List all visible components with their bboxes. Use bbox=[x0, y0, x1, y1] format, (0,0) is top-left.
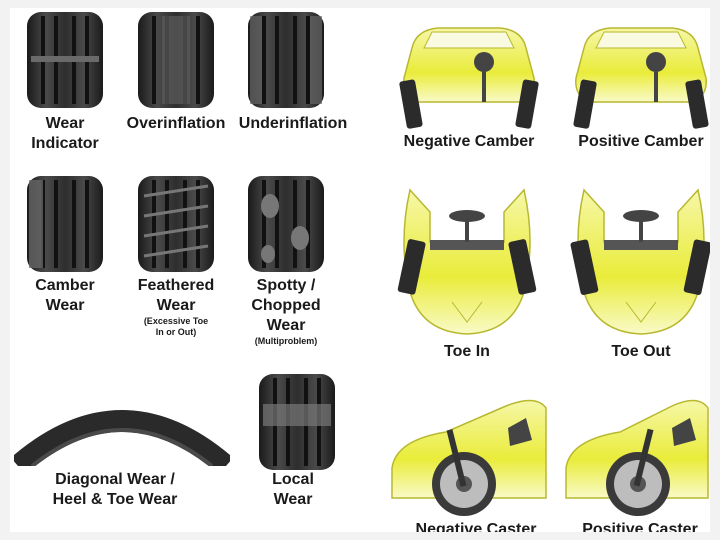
positive-caster-label: Positive Caster bbox=[582, 521, 698, 532]
wear-indicator-tread-icon bbox=[27, 12, 103, 108]
overinflation-tread-icon bbox=[138, 12, 214, 108]
spotty-wear-tread-icon bbox=[248, 176, 324, 272]
toe-out-car-icon bbox=[566, 182, 710, 338]
feathered-wear-tread-icon bbox=[138, 176, 214, 272]
toe-in-label: Toe In bbox=[444, 343, 490, 360]
positive-camber-label: Positive Camber bbox=[578, 133, 704, 150]
spotty-wear-note: (Multiproblem) bbox=[254, 336, 318, 346]
toe-out-label: Toe Out bbox=[611, 343, 671, 360]
negative-camber-car-icon bbox=[394, 18, 544, 130]
toe-in-car-icon bbox=[392, 182, 542, 338]
negative-camber-label: Negative Camber bbox=[403, 133, 535, 150]
negative-caster-label: Negative Caster bbox=[415, 521, 537, 532]
positive-camber-car-icon bbox=[566, 18, 710, 130]
underinflation-tread-icon bbox=[248, 12, 324, 108]
local-wear-tread-icon bbox=[259, 374, 335, 470]
diagonal-wear-label: Diagonal Wear /Heel & Toe Wear bbox=[52, 471, 178, 508]
overinflation-label: Overinflation bbox=[126, 115, 226, 132]
positive-caster-car-icon bbox=[560, 388, 710, 520]
camber-wear-tread-icon bbox=[27, 176, 103, 272]
underinflation-label: Underinflation bbox=[238, 115, 348, 132]
diagonal-wear-tire-icon bbox=[14, 386, 230, 466]
negative-caster-car-icon bbox=[386, 388, 552, 520]
